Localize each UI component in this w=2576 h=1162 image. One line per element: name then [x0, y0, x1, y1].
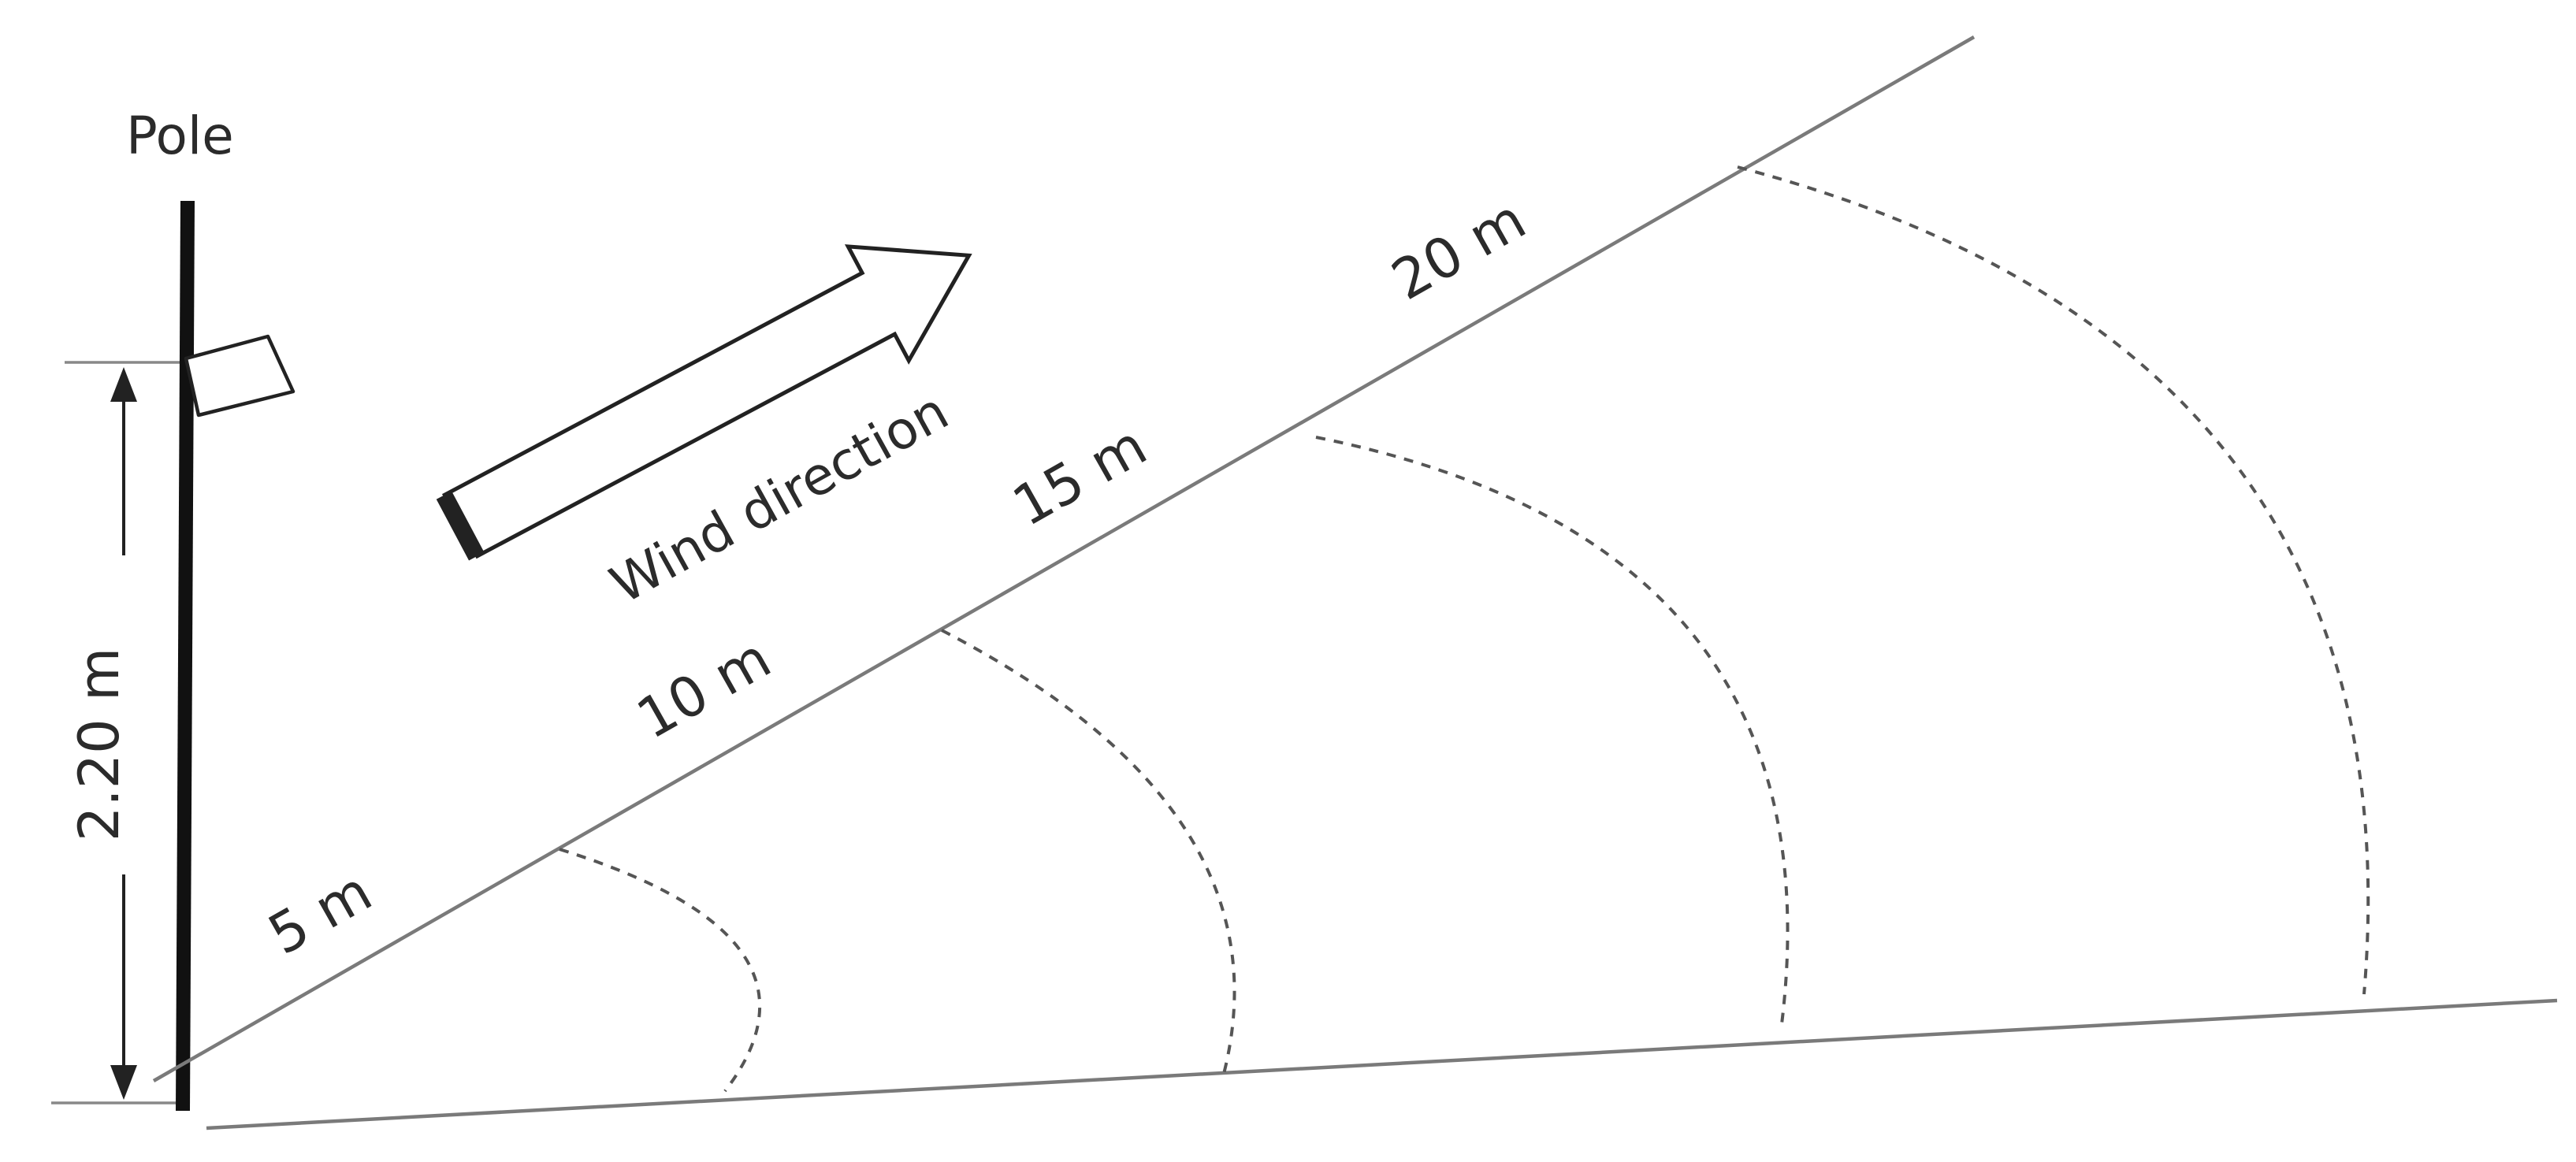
- arc-5m: [559, 848, 762, 1093]
- height-arrow-up: [110, 367, 137, 555]
- height-arrow-down: [110, 874, 137, 1100]
- pole-label: Pole: [126, 106, 234, 166]
- arc-10m: [941, 629, 1236, 1078]
- arc-15m: [1315, 436, 1790, 1031]
- wind-arrow: [436, 244, 972, 561]
- pole: [176, 200, 195, 1112]
- arc-20m: [1737, 165, 2370, 995]
- ground-ray: [206, 998, 2558, 1130]
- height-label: 2.20 m: [67, 648, 132, 841]
- distance-label-5m: 5 m: [258, 859, 382, 967]
- sensor-flag: [184, 334, 296, 418]
- distance-ray: [152, 35, 1976, 1082]
- distance-label-20m: 20 m: [1381, 187, 1537, 313]
